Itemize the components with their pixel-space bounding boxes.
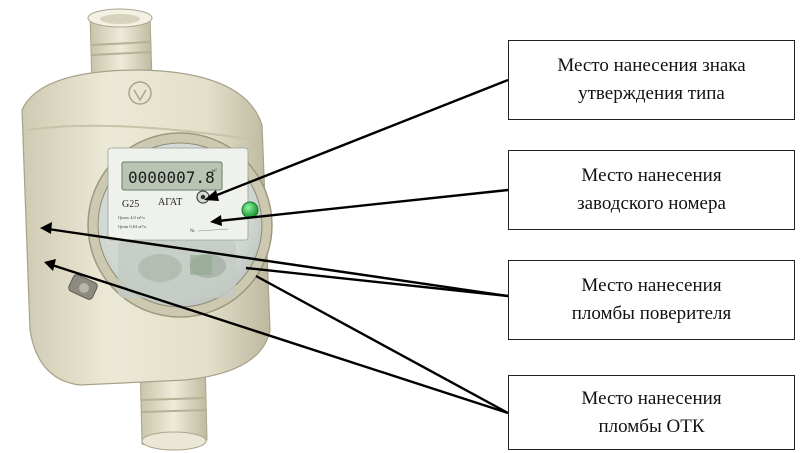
side-bolt	[68, 274, 98, 300]
arrow-head-serial-number	[210, 215, 222, 226]
callout-otk-seal-line2: пломбы ОТК	[598, 415, 705, 437]
callout-serial-number: Место нанесения заводского номера	[508, 150, 795, 230]
counter-window: 0000007.8 м³ G25 АГАТ Qmax 4,0 м³/ч Qmin…	[87, 132, 273, 318]
top-pipe	[87, 8, 153, 86]
arrow-head-verifier-seal	[40, 222, 52, 234]
leader-line-type-approval	[211, 78, 509, 199]
callout-serial-number-line2: заводского номера	[577, 193, 726, 214]
flow-max-label: Qmax 4,0 м³/ч	[118, 215, 145, 221]
callout-type-approval-line2: утверждения типа	[578, 83, 725, 104]
callout-verifier-seal-line1: Место нанесения	[581, 275, 722, 297]
leader-line-otk-seal-1	[51, 263, 509, 415]
arrow-heads	[40, 190, 222, 271]
arrow-head-type-approval	[204, 190, 219, 201]
model-label: G25	[122, 199, 139, 210]
callout-type-approval-line1: Место нанесения знака	[557, 55, 746, 77]
flow-min-label: Qmin 0,04 м³/ч	[118, 224, 147, 230]
callout-otk-seal-line1: Место нанесения	[581, 387, 722, 409]
callout-otk-seal: Место нанесения пломбы ОТК	[508, 375, 795, 450]
leader-line-verifier-seal-1	[47, 227, 509, 298]
arrow-head-otk-seal	[44, 259, 56, 271]
callout-verifier-seal-line2: пломбы поверителя	[571, 303, 732, 324]
serial-label: №	[190, 228, 195, 234]
callout-type-approval: Место нанесения знака утверждения типа	[508, 40, 795, 120]
leader-lines	[47, 78, 509, 415]
leader-line-otk-seal-2	[255, 274, 509, 415]
lcd-unit: м³	[212, 168, 217, 174]
brand-label: АГАТ	[158, 197, 182, 208]
type-approval-mark	[128, 81, 152, 105]
callout-serial-number-line1: Место нанесения	[581, 165, 722, 187]
leader-line-serial-number	[217, 188, 509, 223]
leader-line-verifier-seal-2	[245, 266, 509, 298]
callout-verifier-seal: Место нанесения пломбы поверителя	[508, 260, 795, 340]
lcd-reading: 0000007.8	[128, 168, 215, 187]
green-indicator-icon	[241, 201, 259, 219]
lcd-display	[121, 161, 223, 191]
